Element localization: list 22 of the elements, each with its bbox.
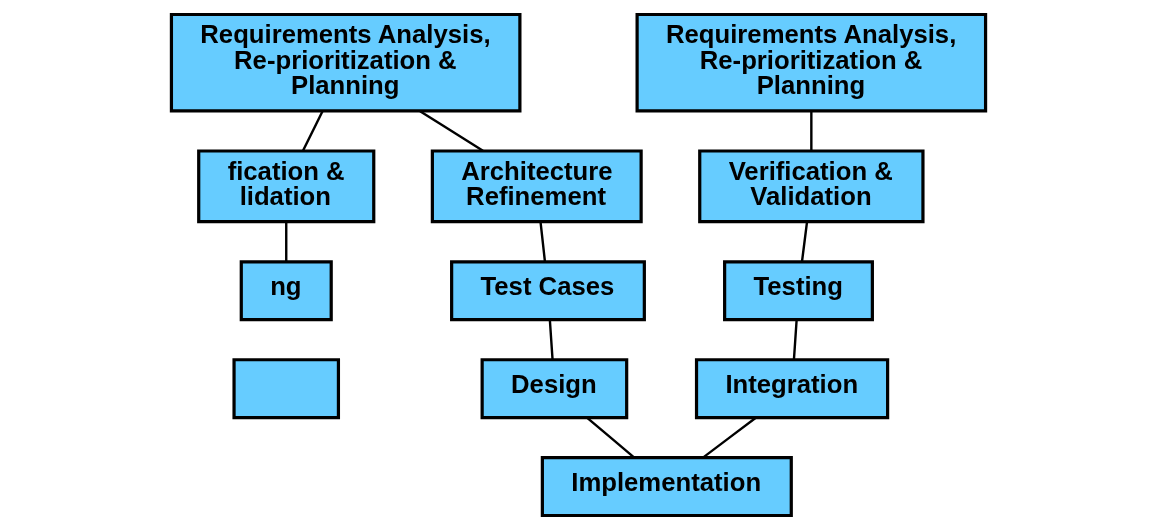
- node-box: Implementation: [540, 456, 793, 518]
- connector: [548, 319, 554, 360]
- node-box: Testing: [723, 260, 874, 322]
- node-box: Test Cases: [450, 260, 646, 322]
- node-box: Requirements Analysis, Re-prioritization & Planning: [635, 12, 988, 113]
- node-box: Verification & Validation: [698, 149, 925, 224]
- node-box: ng: [239, 260, 333, 322]
- connector: [419, 110, 484, 152]
- node-box: Design: [480, 358, 629, 420]
- node-box: [232, 358, 341, 420]
- connector: [810, 111, 813, 151]
- connector: [800, 222, 809, 262]
- connector: [301, 110, 324, 152]
- connector: [285, 222, 288, 262]
- node-box: Architecture Refinement: [430, 149, 643, 224]
- node-box: Integration: [694, 358, 890, 420]
- node-box: fication & lidation: [197, 149, 376, 224]
- connector: [702, 416, 757, 459]
- connector: [792, 319, 798, 360]
- connector: [539, 222, 547, 262]
- connector: [586, 416, 635, 459]
- node-box: Requirements Analysis, Re-prioritization & Planning: [169, 12, 522, 113]
